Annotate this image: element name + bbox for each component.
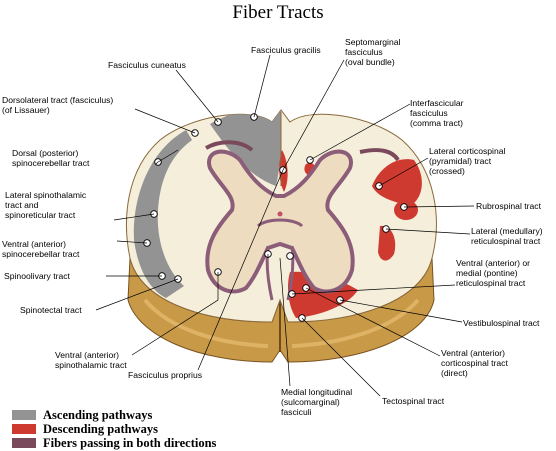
legend-label-both: Fibers passing in both directions (43, 436, 217, 450)
label-medial-longitudinal: Medial longitudinal(sulcomarginal)fascic… (281, 387, 353, 417)
legend-swatch-ascending (12, 410, 36, 420)
gray-matter (205, 149, 355, 294)
label-ventral-spinocerebellar: Ventral (anterior)spinocerebellar tract (2, 239, 80, 259)
tract-markers (143, 113, 408, 322)
label-ventral-spinothalamic: Ventral (anterior)spinothalamic tract (55, 350, 127, 370)
label-tectospinal: Tectospinal tract (382, 396, 445, 406)
label-fasciculus-gracilis: Fasciculus gracilis (251, 45, 321, 55)
fasciculus-proprius-band (205, 140, 400, 162)
diagram-title: Fiber Tracts (232, 2, 324, 23)
lateral-ascending-band (133, 130, 192, 298)
central-canal (277, 211, 283, 217)
lateral-corticospinal-region (372, 159, 422, 206)
label-dorsolateral: Dorsolateral tract (fasciculus)(of Lissa… (2, 95, 114, 115)
label-fasciculus-proprius: Fasciculus proprius (128, 370, 203, 380)
label-ventral-corticospinal: Ventral (anterior)corticospinal tract(di… (441, 348, 508, 378)
label-fasciculus-cuneatus: Fasciculus cuneatus (108, 60, 186, 70)
label-lateral-corticospinal: Lateral corticospinal(pyramidal) tract(c… (429, 146, 506, 176)
label-spinoolivary: Spinoolivary tract (4, 271, 70, 281)
legend-swatch-both (12, 438, 36, 448)
label-spinotectal: Spinotectal tract (20, 305, 82, 315)
cord-cut-shading (143, 298, 420, 348)
legend-label-ascending: Ascending pathways (43, 408, 153, 422)
lateral-reticulospinal-region (378, 225, 396, 261)
legend-swatch-descending (12, 424, 36, 434)
label-lateral-reticulospinal: Lateral (medullary)reticulospinal tract (471, 226, 543, 246)
label-dorsal-spinocerebellar: Dorsal (posterior)spinocerebellar tract (12, 148, 90, 168)
leader-lines (95, 54, 475, 397)
label-vestibulospinal: Vestibulospinal tract (463, 318, 540, 328)
label-rubrospinal: Rubrospinal tract (476, 201, 541, 211)
gray-commissure (256, 218, 304, 228)
legend-label-descending: Descending pathways (43, 422, 158, 436)
